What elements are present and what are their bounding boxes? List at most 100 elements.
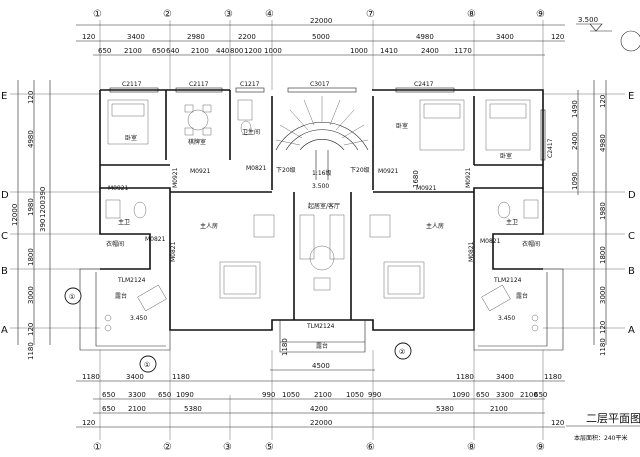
level-terrace-2: 3.450 bbox=[498, 315, 515, 322]
bottom-dimensions: 4500 1180 3400 1180 1180 3400 1180 3300 … bbox=[76, 350, 565, 440]
window-tlm2124-3: TLM2124 bbox=[306, 323, 335, 330]
door-m0921-6: M0921 bbox=[108, 185, 129, 192]
dim-left-2: 390 bbox=[39, 187, 47, 200]
dim-top2-4: 2100 bbox=[191, 47, 209, 55]
axis-left-E: E bbox=[1, 91, 7, 102]
axis-top-1: ① bbox=[93, 9, 102, 20]
dim-left-4: 390 bbox=[39, 219, 47, 232]
dim-top1-3: 2200 bbox=[238, 33, 256, 41]
stair-elevation: 3.500 bbox=[312, 183, 329, 190]
dim-top2-5: 440 bbox=[216, 47, 229, 55]
elevation-marker: 3.500 bbox=[576, 16, 640, 52]
door-m0921-2: M0921 bbox=[378, 168, 399, 175]
dim-right-inner-0: 1490 bbox=[571, 100, 579, 118]
axis-top-4: ④ bbox=[265, 9, 274, 20]
dim-bottom-total: 22000 bbox=[310, 419, 332, 427]
stair-label-right: 下20级 bbox=[350, 166, 370, 174]
dim-b2-11b: 2100 bbox=[490, 405, 508, 413]
dim-top2-6: 800 bbox=[230, 47, 243, 55]
door-m0821-1: M0821 bbox=[246, 165, 267, 172]
room-chess: 棋牌室 bbox=[188, 138, 206, 146]
dim-b2-10: 650 bbox=[476, 391, 489, 399]
dim-top2-10: 1410 bbox=[380, 47, 398, 55]
dim-balcony-center: 4500 bbox=[312, 362, 330, 370]
dim-top2-0: 650 bbox=[98, 47, 111, 55]
room-terrace-1: 露台 bbox=[115, 292, 127, 300]
dim-b2-0b: 650 bbox=[102, 405, 115, 413]
area-note: 本层面积：240平米 bbox=[574, 434, 627, 442]
dim-b4-1: 3400 bbox=[126, 373, 144, 381]
dim-left-3: 1200 bbox=[39, 200, 47, 218]
dim-right-0: 4980 bbox=[599, 134, 607, 152]
stair: 下20级 1:16级 下20级 3.500 bbox=[275, 96, 370, 190]
dim-right-top: 120 bbox=[599, 95, 607, 108]
axis-top-9: ⑨ bbox=[536, 9, 545, 20]
window-c2417-1: C2417 bbox=[414, 81, 434, 88]
room-bath: 卫生间 bbox=[242, 128, 260, 136]
room-terrace-2: 露台 bbox=[516, 292, 528, 300]
room-master-bath-2: 主卫 bbox=[506, 218, 518, 226]
door-m0821-5: M0821 bbox=[468, 241, 475, 262]
axis-left-A: A bbox=[1, 325, 8, 336]
dim-top2-12: 1170 bbox=[454, 47, 472, 55]
axis-right-B: B bbox=[628, 266, 635, 277]
door-m0821-3: M0821 bbox=[480, 238, 501, 245]
elevation-text: 3.500 bbox=[578, 16, 598, 24]
dim-right-5: 1180 bbox=[599, 338, 607, 356]
dim-b1-1: 5380 bbox=[184, 405, 202, 413]
dim-b2-12: 650 bbox=[534, 391, 547, 399]
door-m0921-5: M0921 bbox=[465, 167, 472, 188]
walls bbox=[79, 89, 564, 353]
bottom-axis-labels: ① ② ③ ⑤ ⑥ ⑧ ⑨ bbox=[93, 442, 545, 453]
axis-top-8: ⑧ bbox=[467, 9, 476, 20]
axis-top-7: ⑦ bbox=[366, 9, 375, 20]
dim-left-6: 3000 bbox=[27, 286, 35, 304]
top-axis-labels: ① ② ③ ④ ⑦ ⑧ ⑨ bbox=[93, 9, 545, 20]
dim-b2-1: 2100 bbox=[128, 405, 146, 413]
dim-right-4: 120 bbox=[599, 321, 607, 334]
dim-b2-3: 1090 bbox=[176, 391, 194, 399]
title-text: 二层平面图 bbox=[586, 412, 640, 425]
dim-balcony-left: 1180 bbox=[281, 338, 289, 356]
window-c1217: C1217 bbox=[240, 81, 260, 88]
dim-b2-4: 990 bbox=[262, 391, 275, 399]
door-labels: M0921 M0921 M0821 M0921 M0921 M0921 M082… bbox=[108, 165, 501, 262]
room-master-1: 主人房 bbox=[200, 222, 218, 230]
dim-b1-2: 4200 bbox=[310, 405, 328, 413]
door-m0921-3: M0921 bbox=[172, 167, 179, 188]
stair-label-left: 下20级 bbox=[276, 166, 296, 174]
room-bedroom-2: 卧室 bbox=[396, 122, 408, 130]
window-c3017: C3017 bbox=[310, 81, 330, 88]
furniture bbox=[104, 99, 539, 332]
level-terrace-1: 3.450 bbox=[130, 315, 147, 322]
dim-top2-9: 1000 bbox=[350, 47, 368, 55]
window-tlm2124-2: TLM2124 bbox=[493, 277, 522, 284]
dim-b2-8: 990 bbox=[368, 391, 381, 399]
dim-top2-2: 650 bbox=[152, 47, 165, 55]
sub-axis-3: ② bbox=[399, 348, 405, 356]
room-bedroom-1: 卧室 bbox=[125, 134, 137, 142]
dim-top1-1: 3400 bbox=[127, 33, 145, 41]
room-closet-2: 衣帽间 bbox=[522, 240, 540, 248]
dim-left-1: 1980 bbox=[27, 198, 35, 216]
sub-axis: ① ① ② 1180 bbox=[64, 287, 412, 373]
axis-right-D: D bbox=[628, 190, 636, 201]
window-c2117-1: C2117 bbox=[122, 81, 142, 88]
dim-right-3: 3000 bbox=[599, 286, 607, 304]
window-tlm2124-1: TLM2124 bbox=[117, 277, 146, 284]
dim-b2-5: 1050 bbox=[282, 391, 300, 399]
dim-b2-11: 2100 bbox=[520, 391, 538, 399]
dim-left-top: 120 bbox=[27, 91, 35, 104]
dim-left-8: 1180 bbox=[27, 342, 35, 360]
dim-right-inner-2: 1090 bbox=[571, 172, 579, 190]
dim-top2-7: 1200 bbox=[244, 47, 262, 55]
top-dimensions: 22000 120 3400 2980 2200 5000 4980 3400 … bbox=[76, 17, 565, 90]
dim-b4-4: 3400 bbox=[496, 373, 514, 381]
axis-bottom-9: ⑨ bbox=[536, 442, 545, 453]
dim-top1-7: 120 bbox=[551, 33, 564, 41]
room-master-bath-1: 主卫 bbox=[118, 218, 130, 226]
dim-b1-4: 120 bbox=[551, 419, 564, 427]
sub-axis-2: ① bbox=[144, 361, 150, 369]
dim-b2-9: 1090 bbox=[452, 391, 470, 399]
